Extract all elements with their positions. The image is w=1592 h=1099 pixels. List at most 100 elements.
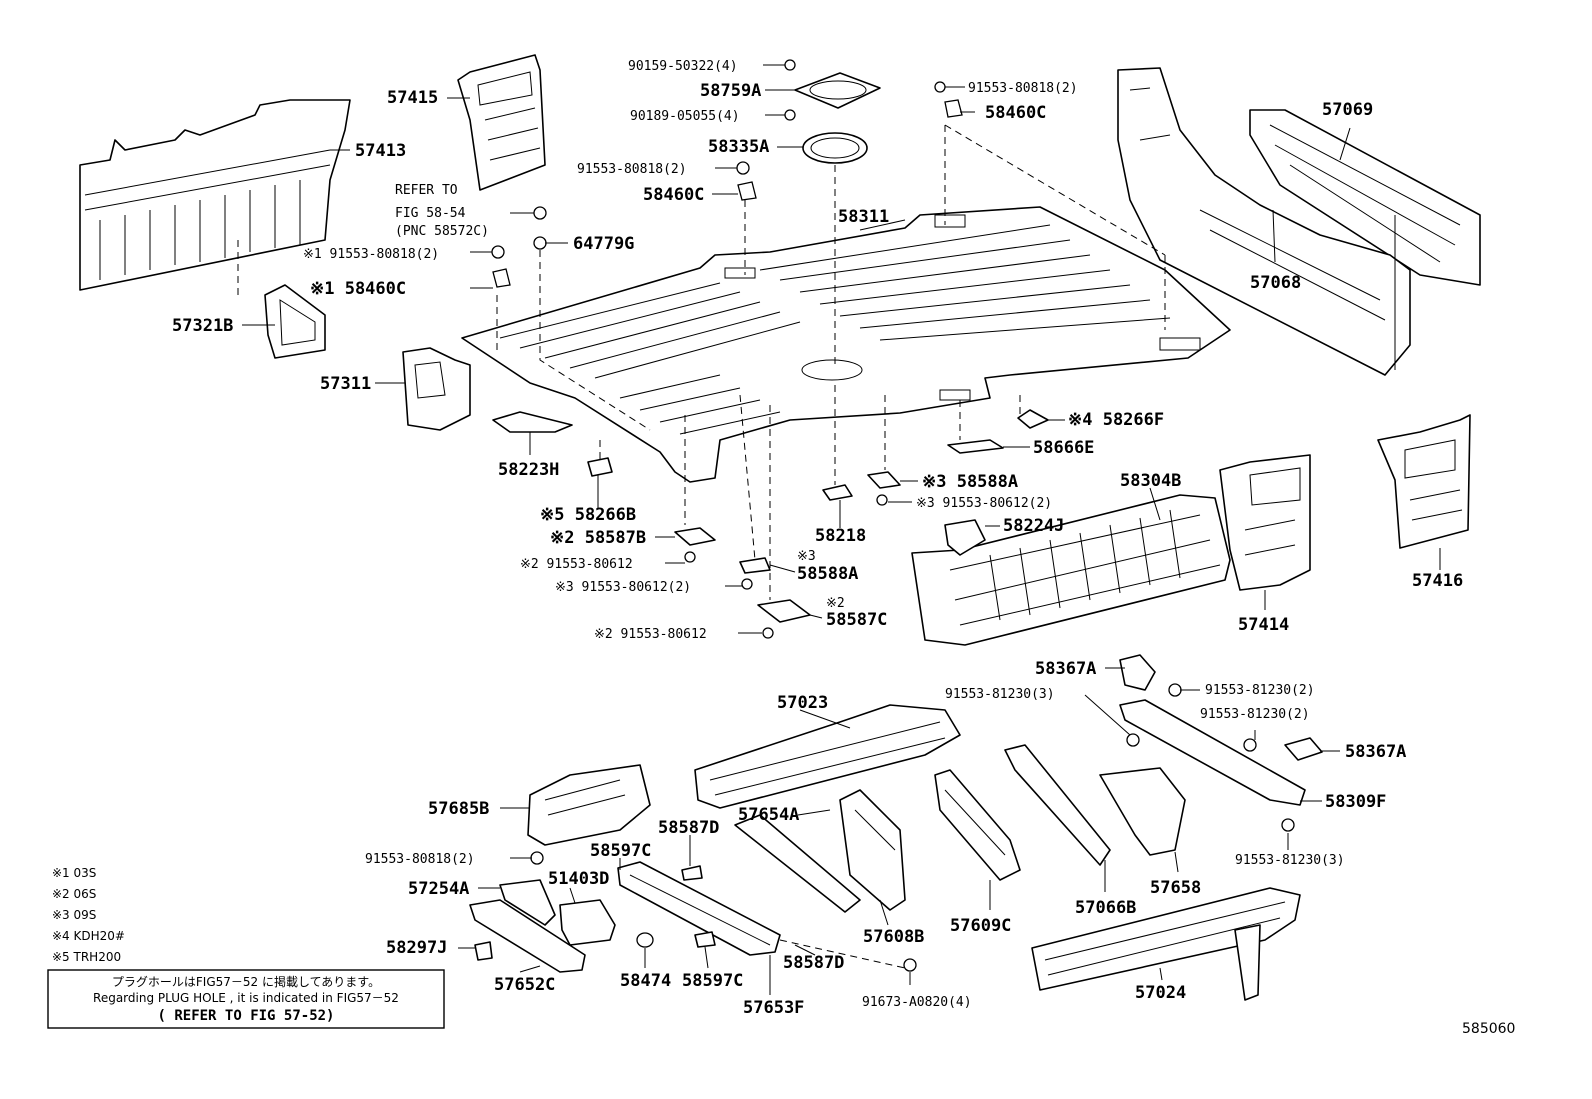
label-57415: 57415 xyxy=(387,88,438,108)
label-57413: 57413 xyxy=(355,141,406,161)
label-fig-58-54: FIG 58-54 xyxy=(395,206,466,221)
label-91553-81230-d: 91553-81230(3) xyxy=(1235,853,1345,868)
label-57652C: 57652C xyxy=(494,975,555,995)
label-57658: 57658 xyxy=(1150,878,1201,898)
label-57654A: 57654A xyxy=(738,805,799,825)
legend: ※1 03S ※2 06S ※3 09S ※4 KDH20# ※5 TRH200 xyxy=(52,866,125,964)
bracket-58587B xyxy=(674,527,716,546)
panel-57321B xyxy=(264,284,326,359)
bracket-58588A-left xyxy=(739,557,771,574)
label-91553-80818-a: 91553-80818(2) xyxy=(577,162,687,177)
crossmember-57653F xyxy=(617,861,781,956)
label-91553-80818-b: 91553-80818(2) xyxy=(968,81,1078,96)
label-58460C-c: ※1 58460C xyxy=(310,279,406,299)
note-line-ref: ( REFER TO FIG 57-52) xyxy=(157,1008,334,1024)
label-58309F: 58309F xyxy=(1325,792,1386,812)
floor-pan-58311 xyxy=(461,206,1231,483)
label-90189-05055: 90189-05055(4) xyxy=(630,109,740,124)
crossmember-58309F xyxy=(1119,699,1306,806)
legend-item-5: ※5 TRH200 xyxy=(52,950,121,964)
label-58304B: 58304B xyxy=(1120,471,1181,491)
member-57652C xyxy=(469,899,586,973)
panel-57311 xyxy=(402,347,471,431)
label-58588A-note: ※3 xyxy=(797,549,816,564)
bracket-57254A xyxy=(499,879,556,926)
label-58218: 58218 xyxy=(815,526,866,546)
bracket-58266F xyxy=(1017,409,1049,429)
label-91553-80612-d: ※3 91553-80612(2) xyxy=(916,496,1052,511)
label-57609C: 57609C xyxy=(950,916,1011,936)
label-58460C-a: 58460C xyxy=(643,185,704,205)
label-58460C-b: 58460C xyxy=(985,103,1046,123)
label-91553-81230-c: 91553-81230(2) xyxy=(1200,707,1310,722)
wheel-house-57068 xyxy=(1117,67,1411,376)
bracket-58367A-right xyxy=(1284,737,1323,761)
label-57069: 57069 xyxy=(1322,100,1373,120)
label-58335A: 58335A xyxy=(708,137,769,157)
leader-lines xyxy=(242,64,1441,995)
label-58666E: 58666E xyxy=(1033,438,1094,458)
clip-58597C xyxy=(694,931,716,948)
label-91553-80612-b: ※3 91553-80612(2) xyxy=(555,580,691,595)
cover-57685B xyxy=(527,764,651,846)
cap-58759A xyxy=(794,72,881,109)
label-91553-80818-c: ※1 91553-80818(2) xyxy=(303,247,439,262)
panel-57415 xyxy=(457,54,546,191)
label-58311: 58311 xyxy=(838,207,889,227)
label-91553-80612-c: ※2 91553-80612 xyxy=(594,627,707,642)
bracket-58666E xyxy=(947,439,1004,454)
label-58588A-b: ※3 58588A xyxy=(922,472,1018,492)
legend-item-2: ※2 06S xyxy=(52,887,96,901)
label-57685B: 57685B xyxy=(428,799,489,819)
label-57608B: 57608B xyxy=(863,927,924,947)
label-58597C-a: 58597C xyxy=(590,841,651,861)
floor-section-58304B xyxy=(911,494,1231,646)
label-58367A-b: 58367A xyxy=(1345,742,1406,762)
crossmember-57654A xyxy=(734,814,861,913)
crossmember-57608B xyxy=(839,789,906,911)
panel-57416 xyxy=(1377,414,1471,549)
label-58597C-b: 58597C xyxy=(682,971,743,991)
label-58587C-note: ※2 xyxy=(826,596,845,611)
plug-hole-note: プラグホールはFIG57－52 に掲載してあります。 Regarding PLU… xyxy=(47,969,445,1029)
fasteners xyxy=(491,59,1295,972)
legend-item-1: ※1 03S xyxy=(52,866,96,880)
cover-58224J xyxy=(944,519,986,556)
bracket-58367A-top xyxy=(1119,654,1156,691)
label-58266F: ※4 58266F xyxy=(1068,410,1164,430)
label-58588A-a: 58588A xyxy=(797,564,858,584)
label-64779G: 64779G xyxy=(573,234,634,254)
label-91673-a0820: 91673-A0820(4) xyxy=(862,995,972,1010)
bracket-58297J xyxy=(474,941,493,961)
label-58266B: ※5 58266B xyxy=(540,505,636,525)
label-58587D-b: 58587D xyxy=(783,953,844,973)
label-57023: 57023 xyxy=(777,693,828,713)
note-line-ja: プラグホールはFIG57－52 に掲載してあります。 xyxy=(112,974,380,989)
label-57254A: 57254A xyxy=(408,879,469,899)
label-57024: 57024 xyxy=(1135,983,1186,1003)
label-57653F: 57653F xyxy=(743,998,804,1018)
label-91553-80612-a: ※2 91553-80612 xyxy=(520,557,633,572)
label-58759A: 58759A xyxy=(700,81,761,101)
bracket-58218 xyxy=(822,484,853,501)
crossmember-57609C xyxy=(934,769,1021,881)
label-58474: 58474 xyxy=(620,971,671,991)
label-58587D-a: 58587D xyxy=(658,818,719,838)
figure-id: 585060 xyxy=(1462,1021,1515,1037)
bracket-58223H xyxy=(492,411,573,433)
label-58367A-a: 58367A xyxy=(1035,659,1096,679)
label-58224J: 58224J xyxy=(1003,516,1064,536)
label-57321B: 57321B xyxy=(172,316,233,336)
label-91553-81230-b: 91553-81230(3) xyxy=(945,687,1055,702)
crossmember-57066B xyxy=(1004,744,1111,866)
label-90159-50322: 90159-50322(4) xyxy=(628,59,738,74)
label-58587B: ※2 58587B xyxy=(550,528,646,548)
ring-58335A xyxy=(802,132,868,164)
side-member-57023 xyxy=(694,704,961,809)
label-57416: 57416 xyxy=(1412,571,1463,591)
label-pnc-58572c: (PNC 58572C) xyxy=(395,224,489,239)
label-57068: 57068 xyxy=(1250,273,1301,293)
label-57311: 57311 xyxy=(320,374,371,394)
part-labels: 57415 57413 90159-50322(4) 58759A 90189-… xyxy=(172,59,1463,1018)
